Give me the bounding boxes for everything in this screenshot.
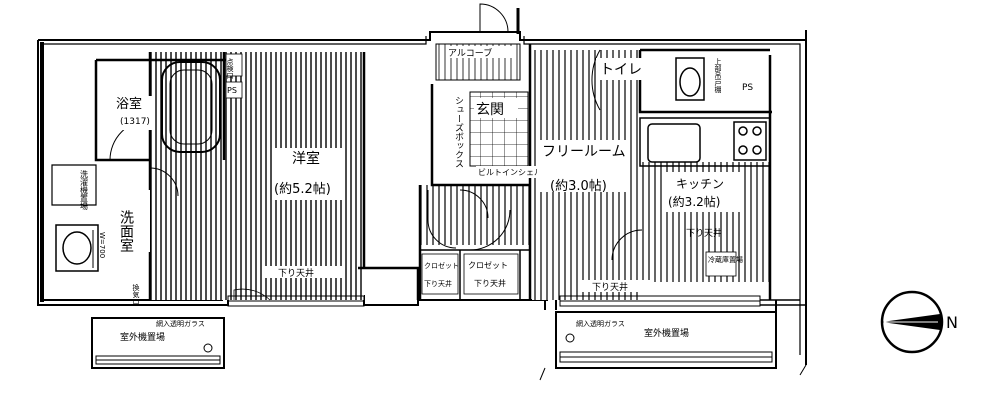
- entrance-label: 玄関: [476, 101, 504, 118]
- western-room-label: 洋室: [292, 150, 320, 167]
- kitchen-area: (約3.2帖): [668, 194, 720, 209]
- builtin-shelf-label: ビルトインシェルフ: [478, 168, 550, 177]
- ceiling-notice-right: 下り天井: [592, 281, 628, 293]
- balcony-left-glass: 網入透明ガラス: [156, 319, 205, 328]
- doors: [109, 3, 643, 301]
- vent-label: 換気口: [132, 283, 140, 305]
- exterior-walls: [37, 30, 807, 365]
- closet-small-label: クロゼット: [424, 261, 459, 270]
- balcony-right: [555, 300, 777, 369]
- compass-north-label: N: [946, 313, 958, 332]
- compass: N: [880, 290, 958, 354]
- bath-size-label: (1317): [120, 117, 150, 127]
- balcony-right-glass: 網入透明ガラス: [576, 319, 625, 328]
- balcony-left-unit: 室外機置場: [120, 331, 165, 343]
- bath-label: 浴室: [116, 96, 142, 112]
- balcony-left: [91, 317, 225, 369]
- stove: [733, 121, 767, 161]
- closet-small-sub: 下り天井: [424, 279, 452, 288]
- bathtub: [161, 61, 221, 153]
- interior-walls: [51, 44, 772, 300]
- washroom-label: 洗面室: [118, 210, 134, 252]
- ceiling-notice-left: 下り天井: [278, 267, 314, 279]
- hall-floor: [420, 185, 532, 245]
- inspection-label: 点検口: [226, 58, 234, 79]
- free-room-label: フリールーム: [542, 144, 626, 160]
- closet-large-sub: 下り天井: [474, 278, 506, 288]
- balcony-right-unit: 室外機置場: [644, 327, 689, 339]
- washer-label: 洗濯機置場: [80, 169, 89, 211]
- western-room-area: (約5.2帖): [274, 182, 331, 197]
- edge-tick: [539, 367, 546, 381]
- sink: [55, 224, 99, 272]
- fridge-label: 冷蔵庫置場: [708, 255, 743, 264]
- toilet-label: トイレ: [600, 62, 642, 78]
- free-room-area: (約3.0帖): [550, 179, 607, 194]
- kitchen-ceiling-label: 下り天井: [686, 227, 722, 239]
- ps-label-left: PS: [227, 86, 237, 95]
- shoes-box-label: シューズボックス: [453, 96, 464, 168]
- kitchen-label: キッチン: [676, 177, 724, 191]
- kitchen-sink: [647, 123, 701, 163]
- ps-label-right: PS: [742, 83, 753, 93]
- edge-tick-2: [799, 364, 807, 376]
- alcove-label: アルコーブ: [448, 47, 492, 59]
- closet-large-label: クロゼット: [468, 260, 508, 270]
- windows: [227, 295, 761, 307]
- upper-shelf-label: 上部吊戸棚: [714, 57, 722, 94]
- toilet: [591, 49, 705, 111]
- sink-width-label: W=700: [98, 232, 106, 258]
